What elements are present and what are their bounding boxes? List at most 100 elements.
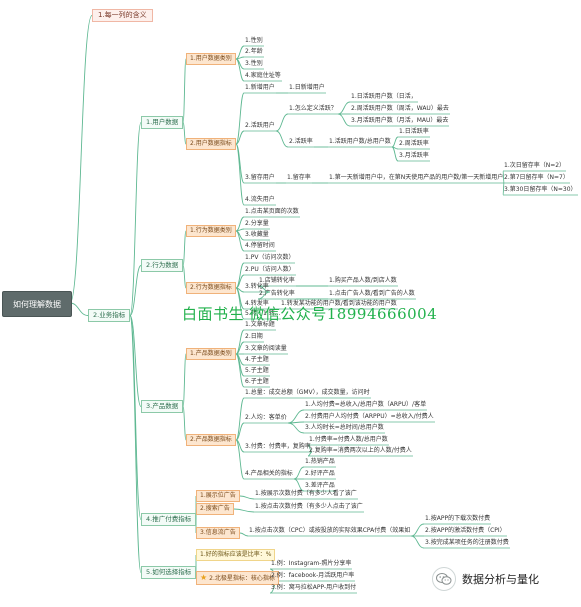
topic-node-1-1-0[interactable]: 1.行为数据类别	[186, 225, 236, 237]
topic-node-1-2-0-4[interactable]: 5.子主题	[244, 367, 270, 376]
topic-node-1-3-2-0-1[interactable]: 2.按APP的激活数付费（CPI）	[424, 527, 507, 536]
topic-node-1-4-0[interactable]: 1.好的指标应该是比率：%	[196, 549, 276, 561]
root-topic[interactable]: 如何理解数据	[2, 291, 72, 317]
topic-label: 3.月活跃率	[399, 152, 429, 159]
topic-node-1-2-1-1-1[interactable]: 2.付费用户人均付费（ARPPU）=总收入/付费人	[304, 413, 435, 422]
topic-node-1-2-1-1-0[interactable]: 1.人均付费=总收入/总用户数（ARPU）/客单	[304, 401, 427, 410]
topic-node-1-3-2-0-2[interactable]: 3.按完成某项任务的注册数付费	[424, 539, 510, 548]
topic-label: 3.按完成某项任务的注册数付费	[425, 539, 509, 546]
topic-node-1-3-2-0-0[interactable]: 1.按APP的下载次数付费	[424, 515, 491, 524]
topic-node-1-0-1-0[interactable]: 1.新增用户	[244, 84, 276, 93]
topic-node-1-2-0-5[interactable]: 6.子主题	[244, 378, 270, 387]
topic-node-1-0-1-1-0-1[interactable]: 2.周活跃用户数（周活，WAU）最去	[350, 105, 450, 114]
topic-node-1-1-1-2[interactable]: 3.转化率	[244, 283, 270, 292]
topic-label: 1.按APP的下载次数付费	[425, 515, 491, 522]
topic-node-1-2-0-3[interactable]: 4.子主题	[244, 356, 270, 365]
topic-node-1-0-1-1-0-0[interactable]: 1.日活跃用户数（日活，	[350, 93, 418, 102]
topic-node-1-0-1-2-0-0-0[interactable]: 1.次日留存率（N=2）	[503, 162, 566, 171]
topic-node-1[interactable]: 2.业务指标	[88, 309, 131, 322]
topic-node-1-1-1-1[interactable]: 2.PU（访问人数）	[244, 266, 296, 275]
topic-node-1-0-1-1-0[interactable]: 1.怎么定义活跃？	[288, 105, 338, 114]
topic-node-1-2-1-3-0[interactable]: 1.热销产品	[304, 458, 336, 467]
topic-node-1-0[interactable]: 1.用户数据	[141, 116, 184, 129]
topic-node-1-2-0-2[interactable]: 3.文章的阅读量	[244, 345, 288, 354]
topic-node-1-2-1-0[interactable]: 1.总量：成交总额（GMV），成交数量，访问时	[244, 389, 371, 398]
topic-node-1-4-1-0[interactable]: 1.例：Instagram-照片分享率	[270, 560, 352, 569]
topic-node-1-1[interactable]: 2.行为数据	[141, 259, 184, 272]
topic-node-1-1-0-3[interactable]: 4.停留时间	[244, 242, 276, 251]
topic-node-1-3[interactable]: 4.推广付费指标	[141, 513, 197, 526]
topic-node-1-2-1-3-2[interactable]: 3.差评产品	[304, 482, 336, 491]
topic-node-1-2-1-1-2[interactable]: 3.人均时长=总时间/总用户数	[304, 424, 385, 433]
topic-node-1-0-0[interactable]: 1.用户数据类别	[186, 53, 236, 65]
topic-node-1-1-1-2-1[interactable]: 2.广告转化率	[258, 290, 296, 299]
topic-node-1-1-0-1[interactable]: 2.分享量	[244, 220, 270, 229]
topic-node-1-0-1[interactable]: 2.用户数据指标	[186, 138, 236, 150]
topic-node-1-3-0[interactable]: 1.展示位广告	[196, 490, 240, 502]
topic-node-1-1-1-3-0[interactable]: 1.转发某功能的用户数/看到该功能的用户数	[280, 300, 398, 309]
topic-node-1-1-1-3[interactable]: 4.转发率	[244, 300, 270, 309]
topic-node-1-1-1[interactable]: 2.行为数据指标	[186, 282, 236, 294]
topic-node-1-4[interactable]: 5.如何选择指标	[141, 566, 197, 579]
topic-node-1-1-0-2[interactable]: 3.收藏量	[244, 231, 270, 240]
topic-label: 1.好的指标应该是比率：%	[200, 551, 272, 558]
topic-node-1-0-1-1[interactable]: 2.活跃用户	[244, 122, 276, 131]
topic-node-1-0-0-2[interactable]: 3.性别	[244, 60, 264, 69]
topic-node-1-4-1-1[interactable]: 2.例：facebook-月活跃用户率	[270, 572, 355, 581]
topic-node-1-0-1-1-1-0-1[interactable]: 2.周活跃率	[398, 140, 430, 149]
topic-node-1-0-0-3[interactable]: 4.家庭住址等	[244, 72, 282, 81]
topic-node-1-2-1-2-1[interactable]: 2.复购率=消费两次以上的人数/付费人	[308, 447, 413, 456]
topic-node-1-0-0-1[interactable]: 2.年龄	[244, 48, 264, 57]
topic-node-1-1-1-2-0[interactable]: 1.店铺转化率	[258, 277, 296, 286]
topic-node-0[interactable]: 1.每一列的含义	[92, 9, 153, 22]
topic-node-1-0-1-1-1-0-0[interactable]: 1.日活跃率	[398, 128, 430, 137]
topic-node-1-2-1[interactable]: 2.产品数据指标	[186, 434, 236, 446]
topic-node-1-2[interactable]: 3.产品数据	[141, 400, 184, 413]
connector-1-0-1-3	[235, 143, 245, 206]
topic-label: 2.活跃率	[289, 138, 313, 145]
topic-label: 1.热销产品	[305, 458, 335, 465]
topic-node-1-3-2[interactable]: 3.信息流广告	[196, 527, 240, 539]
topic-node-1-3-1-0[interactable]: 1.按点击次数付费（有多少人点击了该广	[254, 503, 364, 512]
topic-node-1-1-1-0[interactable]: 1.PV（访问次数）	[244, 254, 295, 263]
topic-node-1-4-1-2[interactable]: 3.例：窝马拉松APP-用户收到付	[270, 584, 357, 593]
topic-node-1-2-1-3[interactable]: 4.产品相关的指标	[244, 470, 294, 479]
topic-node-1-2-1-2[interactable]: 3.付费：付费率，复购率	[244, 443, 312, 452]
topic-node-1-0-1-1-1-0-2[interactable]: 3.月活跃率	[398, 152, 430, 161]
topic-node-1-3-2-0[interactable]: 1.按点击次数（CPC）或按投放的实际效果CPA付费（效果如	[248, 527, 411, 536]
topic-label: 1.次日留存率（N=2）	[504, 162, 566, 169]
topic-node-1-3-0-0[interactable]: 1.按展示次数付费（有多少人看了该广	[254, 490, 358, 499]
topic-node-1-1-1-2-1-0[interactable]: 1.点击广告人数/看到广告的人数	[328, 290, 416, 299]
topic-node-1-0-1-3[interactable]: 4.流失用户	[244, 196, 276, 205]
topic-node-1-0-1-0-0[interactable]: 1.日新增用户	[288, 84, 326, 93]
topic-node-1-2-1-3-1[interactable]: 2.好评产品	[304, 470, 336, 479]
topic-label: 1.点击广告人数/看到广告的人数	[329, 290, 415, 297]
topic-node-1-0-1-2-0-0[interactable]: 1.第一天新增用户中，在第N天使用产品的用户数/第一天新增用户	[328, 174, 504, 183]
topic-node-1-0-1-1-1[interactable]: 2.活跃率	[288, 138, 314, 147]
topic-node-1-0-1-2-0-0-2[interactable]: 3.第30日留存率（N=30）	[503, 186, 578, 195]
topic-node-1-1-1-4[interactable]: 5.转..	[244, 310, 262, 319]
topic-label: 6.子主题	[245, 378, 269, 385]
topic-node-1-0-1-2-0[interactable]: 1.留存率	[286, 174, 312, 183]
topic-node-1-0-1-2[interactable]: 3.留存用户	[244, 174, 276, 183]
connector-1-3-2-0	[239, 532, 249, 537]
topic-node-1-2-0-1[interactable]: 2.日期	[244, 333, 264, 342]
topic-node-1-2-0[interactable]: 1.产品数据类别	[186, 348, 236, 360]
topic-node-1-0-0-0[interactable]: 1.性别	[244, 37, 264, 46]
topic-node-1-3-1[interactable]: 2.搜索广告	[196, 503, 234, 515]
topic-node-1-0-1-1-0-2[interactable]: 3.月活跃用户数（月活，MAU）最去	[350, 117, 449, 126]
topic-label: 3.信息流广告	[200, 529, 236, 536]
topic-node-1-0-1-2-0-0-1[interactable]: 2.第7日留存率（N=7）	[503, 174, 570, 183]
topic-node-1-2-0-0[interactable]: 1.文章标题	[244, 321, 276, 330]
topic-label: 3.差评产品	[305, 482, 335, 489]
connector-1-4	[129, 315, 142, 573]
topic-label: 3.例：窝马拉松APP-用户收到付	[271, 584, 357, 591]
topic-node-1-2-1-1[interactable]: 2.人均：客单价	[244, 414, 288, 423]
topic-node-1-1-0-0[interactable]: 1.点击某页面的次数	[244, 208, 300, 217]
topic-node-1-1-1-2-0-0[interactable]: 1.购买产品人数/到店人数	[328, 277, 398, 286]
topic-node-1-1-1-4-0[interactable]: 1.转...	[262, 310, 281, 319]
topic-node-1-2-1-2-0[interactable]: 1.付费率=付费人数/总用户数	[308, 436, 389, 445]
topic-node-1-4-1[interactable]: ★2.北极星指标：核心指标	[196, 571, 279, 585]
topic-node-1-0-1-1-1-0[interactable]: 1.活跃用户数/总用户数	[328, 138, 392, 147]
